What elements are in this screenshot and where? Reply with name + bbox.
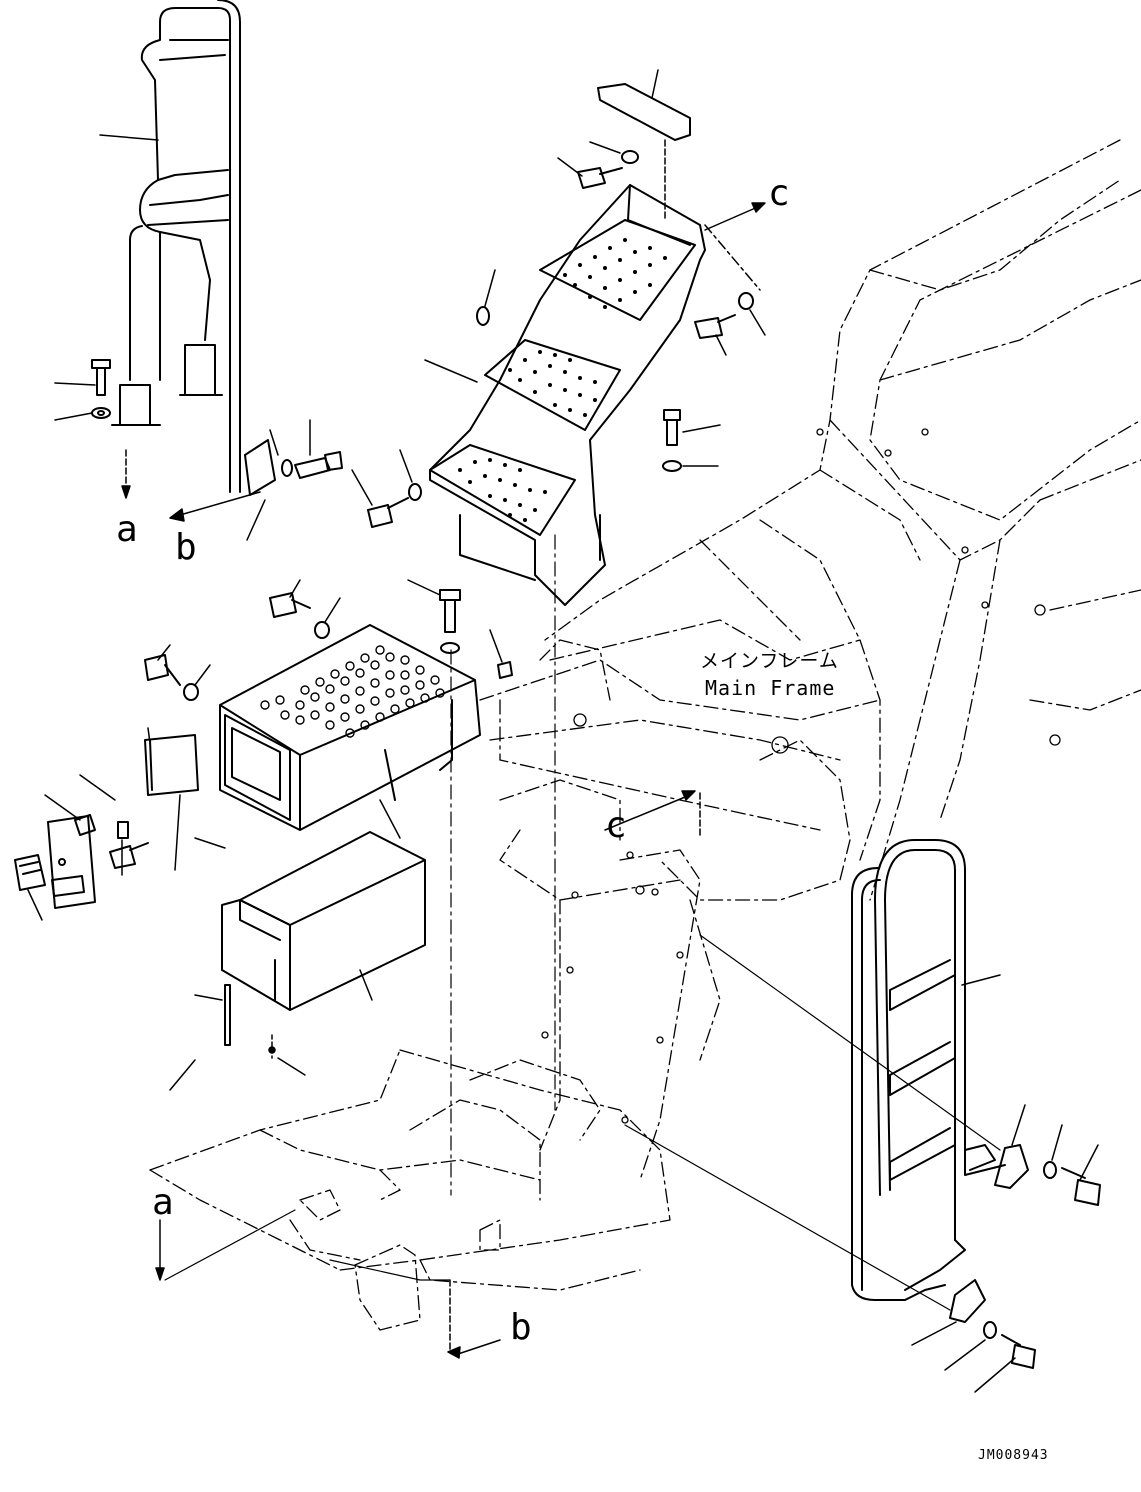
ref-label-a-bottom: a: [152, 1182, 174, 1223]
ref-label-c-top: c: [768, 173, 790, 214]
lower-box: [222, 832, 425, 1045]
box-cover-fasteners: [145, 590, 512, 700]
main-frame-label-jp: メインフレーム: [700, 650, 839, 672]
step-assembly: [430, 185, 705, 605]
step-top-plate: [368, 84, 753, 527]
leaders-left: [55, 135, 310, 540]
frame-holes: [542, 429, 1060, 1123]
left-handrail-fasteners: [92, 360, 342, 495]
right-ladder-fasteners: [950, 1145, 1100, 1368]
right-ladder: [852, 840, 1005, 1300]
main-frame: [150, 140, 1141, 1330]
box-cover: [220, 625, 480, 830]
box-small-parts: [15, 735, 198, 908]
left-handrail: [112, 0, 240, 492]
drawing-code: JM008943: [978, 1448, 1049, 1463]
ref-label-c-mid: c: [605, 805, 627, 846]
leaders-box: [28, 580, 700, 1195]
step-tread-holes: [458, 238, 667, 522]
leaders-lower: [156, 1210, 500, 1358]
box-cover-holes: [261, 646, 444, 737]
main-frame-label-en: Main Frame: [705, 676, 836, 700]
leaders-ladder: [625, 935, 1098, 1392]
ref-label-b-top: b: [175, 527, 197, 568]
ref-label-b-bottom: b: [510, 1307, 532, 1348]
ref-label-a-top: a: [116, 509, 138, 550]
leaders-step: [352, 70, 765, 1110]
